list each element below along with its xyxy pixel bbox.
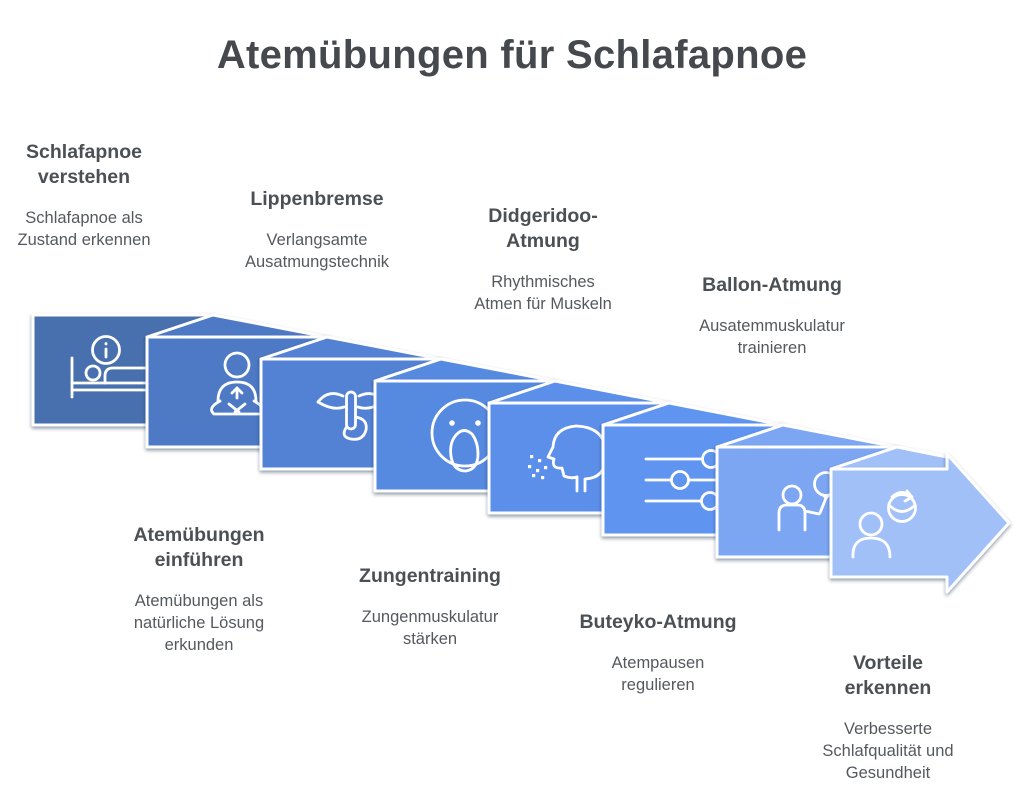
step-description: Ausatemmuskulatur trainieren	[699, 317, 845, 357]
step-label-3: Lippenbremse Verlangsamte Ausatmungstech…	[207, 187, 427, 273]
step-heading: Vorteile erkennen	[844, 652, 932, 699]
step-description: Atempausen regulieren	[611, 654, 705, 694]
process-arrow	[829, 452, 1011, 594]
step-label-7: Ballon-Atmung Ausatemmuskulatur trainier…	[662, 273, 882, 359]
step-description: Rhythmisches Atmen für Muskeln	[474, 273, 612, 313]
step-description: Zungenmuskulatur stärken	[361, 608, 499, 648]
step-description: Verlangsamte Ausatmungstechnik	[245, 231, 389, 271]
step-heading: Lippenbremse	[250, 188, 384, 210]
step-label-6: Buteyko-Atmung Atempausen regulieren	[548, 610, 768, 696]
step-description: Verbesserte Schlafqualität und Gesundhei…	[822, 720, 954, 782]
step-description: Atemübungen als natürliche Lösung erkund…	[133, 592, 265, 654]
step-label-4: Zungentraining Zungenmuskulatur stärken	[320, 564, 540, 650]
step-description: Schlafapnoe als Zustand erkennen	[17, 209, 151, 249]
step-label-2: Atemübungen einführen Atemübungen als na…	[89, 523, 309, 656]
step-heading: Atemübungen einführen	[133, 524, 265, 571]
step-heading: Schlafapnoe verstehen	[26, 141, 142, 188]
renewal-person-icon	[851, 489, 917, 559]
step-label-8: Vorteile erkennen Verbesserte Schlafqual…	[778, 651, 998, 784]
step-heading: Didgeridoo- Atmung	[488, 205, 598, 252]
page-title: Atemübungen für Schlafapnoe	[216, 33, 808, 77]
step-heading: Buteyko-Atmung	[579, 611, 737, 633]
step-heading: Ballon-Atmung	[702, 274, 842, 296]
step-label-1: Schlafapnoe verstehen Schlafapnoe als Zu…	[0, 140, 194, 251]
step-label-5: Didgeridoo- Atmung Rhythmisches Atmen fü…	[433, 204, 653, 315]
sliders-icon	[644, 449, 742, 511]
step-heading: Zungentraining	[359, 565, 501, 587]
